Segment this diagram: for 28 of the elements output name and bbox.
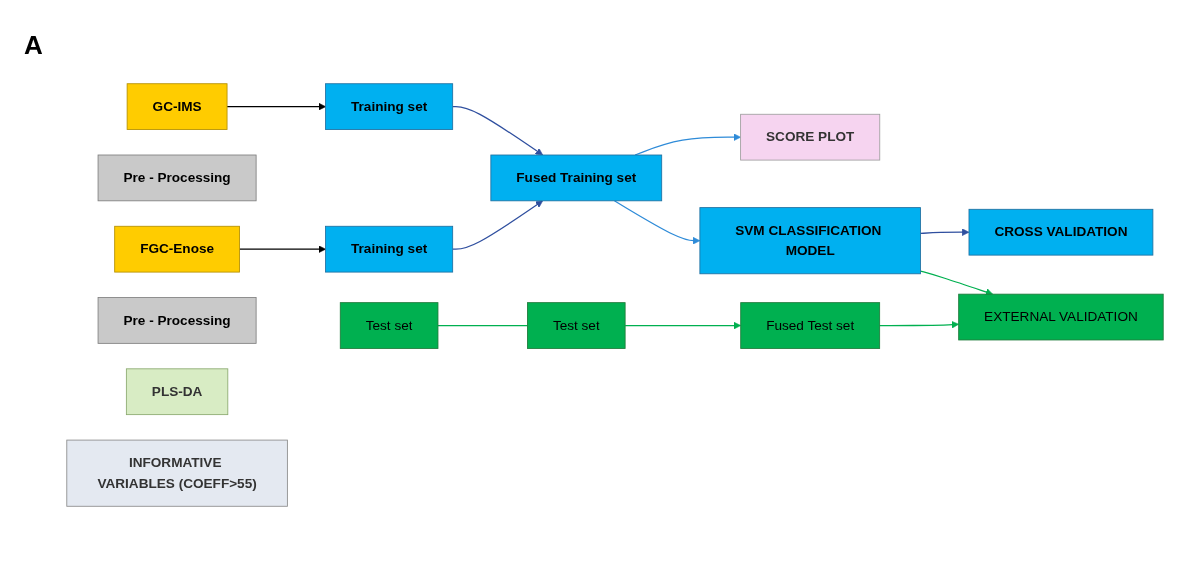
connector [437, 324, 529, 327]
node-box: FGC-Enose [114, 225, 240, 273]
arrow [226, 102, 326, 111]
arrow [919, 270, 993, 296]
node-box: Training set [325, 225, 454, 273]
node-box: Fused Test set [740, 302, 881, 349]
arrow [452, 106, 543, 156]
node-box: SVM CLASSIFICATION MODEL [699, 207, 921, 275]
node-box: Pre - Processing [97, 297, 257, 344]
node-box: Pre - Processing [97, 154, 257, 202]
node-box: GC-IMS [126, 83, 228, 130]
arrow [879, 320, 959, 329]
node-box: Test set [527, 302, 626, 349]
arrow [452, 200, 543, 250]
node-box: EXTERNAL VALIDATION [958, 293, 1164, 341]
arrow [613, 200, 701, 245]
arrow [624, 321, 742, 330]
arrow [238, 245, 326, 253]
node-box: SCORE PLOT [740, 113, 881, 161]
node-box: Fused Training set [490, 154, 663, 202]
arrow [634, 133, 741, 156]
node-box: INFORMATIVE VARIABLES (COEFF>55) [66, 439, 288, 507]
panel-letter: A [24, 30, 43, 60]
arrow [919, 228, 970, 236]
node-box: Test set [339, 302, 439, 349]
node-box: CROSS VALIDATION [968, 208, 1154, 256]
node-box: Training set [325, 83, 454, 130]
node-box: PLS-DA [125, 368, 229, 416]
